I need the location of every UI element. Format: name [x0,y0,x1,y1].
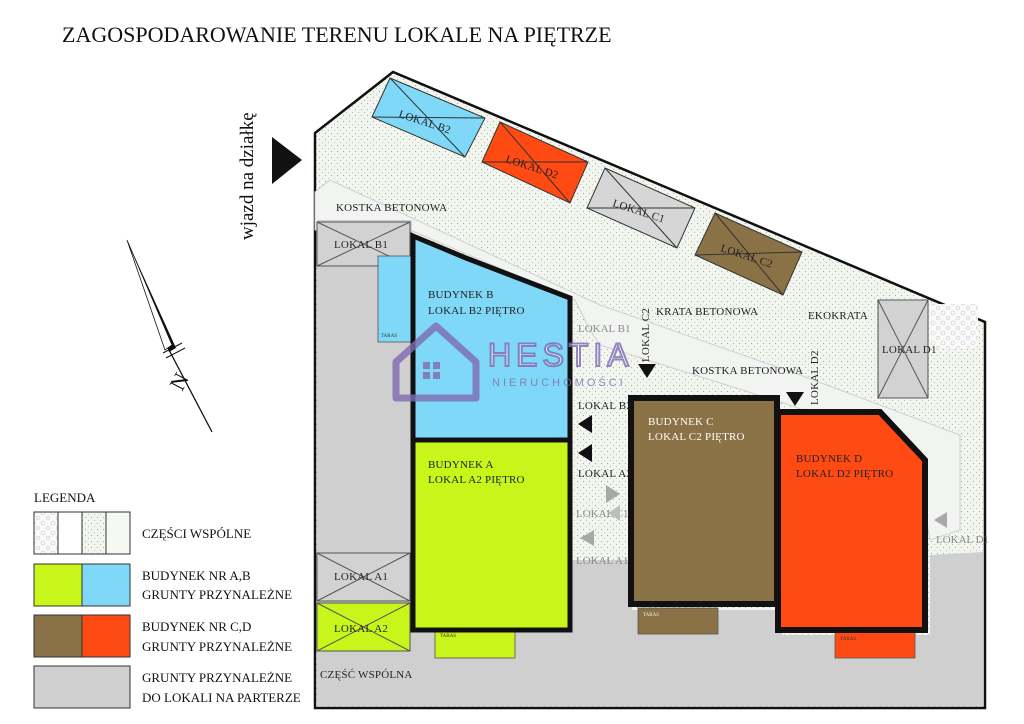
entry-arrow-a2-icon [606,485,620,503]
building-d-name: BUDYNEK D [796,453,862,465]
legend-cd-line2: GRUNTY PRZYNALEŻNE [142,639,292,654]
building-c-unit: LOKAL C2 PIĘTRO [648,431,745,443]
building-b [410,232,573,443]
entrance-label: wjazd na działkę [237,112,258,240]
building-a-name: BUDYNEK A [428,459,494,471]
legend-swatch-ground [33,665,131,709]
building-d-unit: LOKAL D2 PIĘTRO [796,468,893,480]
svg-text:LOKAL A2: LOKAL A2 [334,623,388,635]
ecogrid-swatch [930,304,978,348]
legend-cd-line1: BUDYNEK NR C,D [142,619,251,634]
entry-label-a1: LOKAL A1 [576,555,628,567]
building-c-name: BUDYNEK C [648,416,714,428]
terrace-b [377,255,413,343]
legend-ab-line1: BUDYNEK NR A,B [142,568,251,583]
watermark: HESTIA NIERUCHOMOŚCI [392,322,634,402]
entry-label-b2: LOKAL B2 [578,400,632,412]
legend-common-label: CZĘŚCI WSPÓLNE [142,526,251,541]
terrace-a-label: TARAS [440,634,456,639]
ground-mid-strip [572,560,632,706]
building-b-name: BUDYNEK B [428,289,494,301]
building-a [410,437,573,633]
entry-label-b1: LOKAL B1 [578,323,630,335]
entrance-arrow-icon [272,137,302,184]
watermark-brand: HESTIA [488,337,634,373]
legend-ground-line1: GRUNTY PRZYNALEŻNE [142,670,292,685]
parking-slot-c1: LOKAL C1 [586,167,696,249]
paving-label-mid: KOSTKA BETONOWA [692,365,803,377]
legend: LEGENDA CZĘŚCI WSPÓLNE BUDYNEK NR A,B GR… [33,490,301,709]
entry-arrow-b2-b-icon [578,444,592,462]
common-area-label: CZĘŚĆ WSPÓLNA [320,669,413,681]
entry-arrow-a1-icon [580,530,594,546]
terrace-d-label: TARAS [840,637,856,642]
legend-ground-line2: DO LOKALI NA PARTERZE [142,690,301,705]
building-c [628,395,780,607]
entry-arrow-d1-icon [934,512,947,528]
legend-swatch-cd [33,614,131,658]
parking-slot-c2: LOKAL C2 [694,212,803,296]
house-logo-icon [392,322,480,402]
svg-text:LOKAL D1: LOKAL D1 [882,344,937,356]
legend-ab-line2: GRUNTY PRZYNALEŻNE [142,587,292,602]
watermark-sub: NIERUCHOMOŚCI [492,376,626,389]
terrace-c [637,607,719,635]
parking-slot-a2: LOKAL A2 [316,602,411,652]
entry-arrow-b2-a-icon [578,415,592,433]
building-a-unit: LOKAL A2 PIĘTRO [428,474,525,486]
terrace-c-label: TARAS [643,613,659,618]
svg-text:LOKAL B1: LOKAL B1 [334,239,388,251]
parking-slot-a1: LOKAL A1 [316,552,411,602]
north-label: N [164,368,194,394]
terrace-b-label: TARAS [381,334,397,339]
entry-label-a2: LOKAL A2 [578,468,632,480]
svg-text:LOKAL A1: LOKAL A1 [334,571,388,583]
building-b-unit: LOKAL B2 PIĘTRO [428,305,525,317]
grass-grid-label: KRATA BETONOWA [656,306,758,318]
parking-slot-d1: LOKAL D1 [877,299,937,399]
parking-slot-d2: LOKAL D2 [481,121,589,204]
entry-label-c2: LOKAL C2 [640,308,652,362]
entry-label-d2: LOKAL D2 [809,350,821,405]
page-title: ZAGOSPODAROWANIE TERENU LOKALE NA PIĘTRZ… [62,22,612,47]
entry-arrow-c2-icon [638,364,656,378]
ground-right [782,552,983,706]
legend-swatch-common [33,511,131,555]
legend-swatch-ab [33,563,131,607]
entry-label-c1: LOKAL C1 [576,508,628,520]
north-arrow-icon: N [126,239,213,433]
parking-slot-b2: LOKAL B2 [371,77,486,158]
eco-grid-label: EKOKRATA [808,310,868,322]
entry-arrow-d2-icon [786,392,804,406]
entry-arrow-c1-icon [608,505,620,521]
paving-label-top: KOSTKA BETONOWA [336,202,447,214]
terrace-a [434,629,516,659]
entry-label-d1: LOKAL D1 [936,534,989,546]
building-d [775,409,928,633]
terrace-d [834,631,916,659]
legend-title: LEGENDA [34,490,96,505]
